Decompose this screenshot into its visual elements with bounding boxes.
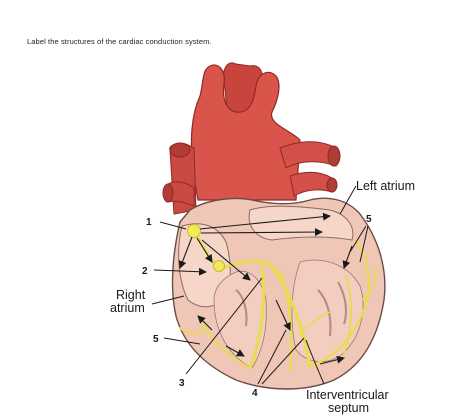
sa-node <box>187 224 201 238</box>
number-3: 3 <box>179 378 185 389</box>
purkinje-left-3 <box>361 265 378 301</box>
impulse-arrow-septum <box>275 299 291 331</box>
impulse-arrow-wall-bottom <box>319 355 345 365</box>
av-node <box>213 260 225 272</box>
purkinje-right <box>198 318 252 370</box>
purkinje-septal <box>297 311 331 335</box>
label-right-atrium-line1: Right <box>116 288 146 302</box>
papillary-muscle-1 <box>235 289 248 327</box>
label-right-atrium-line2: atrium <box>110 301 145 315</box>
papillary-muscle-3 <box>337 281 347 325</box>
pulmonary-artery-opening <box>327 145 341 167</box>
aortic-arch <box>190 64 301 201</box>
vena-cava-opening <box>169 142 191 158</box>
number-5-right: 5 <box>366 214 372 225</box>
impulse-arrow-left-wall <box>197 315 213 331</box>
leader-left-atrium <box>339 185 357 215</box>
leader-lines <box>151 185 369 385</box>
leader-right-atrium <box>151 295 185 305</box>
pulmonary-vein-1 <box>289 171 333 197</box>
av-bundle <box>220 259 272 270</box>
right-ventricle-chamber <box>213 270 267 369</box>
label-interventricular-line1: Interventricular <box>306 388 389 402</box>
heart-body <box>171 197 386 390</box>
bachmann-bundle <box>278 270 293 372</box>
impulse-arrow-middle <box>200 228 323 237</box>
impulse-arrow-wall-right <box>342 245 353 269</box>
left-vessel-opening <box>162 183 174 203</box>
pulmonary-vein-opening <box>326 177 338 193</box>
leader-4a <box>257 329 287 385</box>
leader-3 <box>185 277 263 375</box>
leader-1 <box>159 221 187 230</box>
left-vessel <box>167 181 195 207</box>
impulse-arrow-down <box>196 237 213 263</box>
number-2: 2 <box>142 266 148 277</box>
leader-5-right-a <box>349 225 367 253</box>
leader-2 <box>153 267 207 276</box>
impulse-arrow-down-left <box>178 236 193 269</box>
impulse-arrows <box>178 212 353 365</box>
label-left-atrium: Left atrium <box>356 179 415 193</box>
impulse-arrow-apex <box>225 345 245 357</box>
number-4: 4 <box>252 388 258 399</box>
great-vessels <box>162 62 341 215</box>
leader-5-left <box>163 337 201 345</box>
purkinje-right-2 <box>179 327 205 335</box>
impulse-arrow-lower-right <box>201 239 251 281</box>
purkinje-left-2 <box>343 275 352 355</box>
leader-5-right-b <box>359 225 369 263</box>
papillary-muscle-2 <box>317 289 332 337</box>
number-1: 1 <box>146 217 152 228</box>
leader-4b <box>261 337 305 385</box>
instruction-text: Label the structures of the cardiac cond… <box>27 37 212 46</box>
impulse-arrow-upper <box>199 212 331 230</box>
left-bundle-branch <box>268 262 312 368</box>
purkinje-left <box>308 238 370 368</box>
right-bundle-branch <box>248 264 265 370</box>
label-interventricular-line2: septum <box>328 401 369 415</box>
number-5-left: 5 <box>153 334 159 345</box>
leader-septum <box>305 339 325 385</box>
